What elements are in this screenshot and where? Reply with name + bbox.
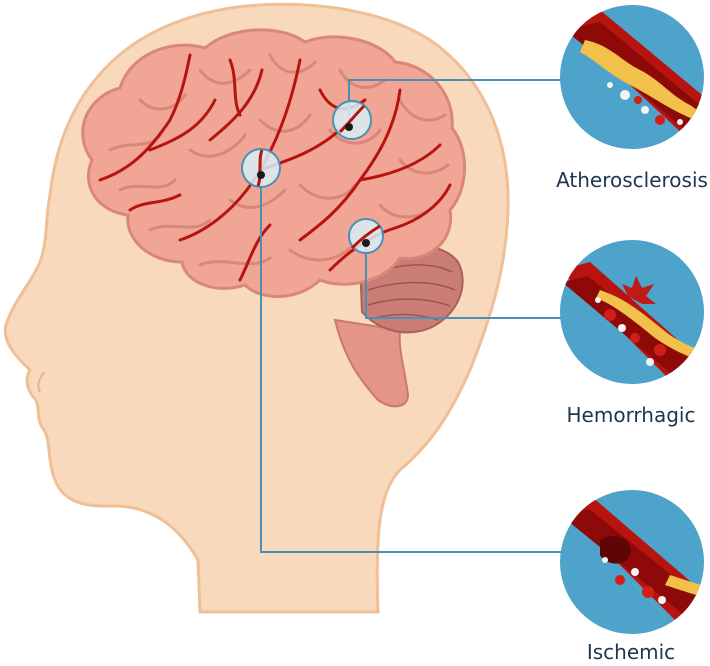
inset-ischemic xyxy=(560,490,704,634)
inset-atherosclerosis xyxy=(560,5,704,149)
marker-ischemic xyxy=(241,148,281,188)
inset-hemorrhagic xyxy=(560,240,704,384)
marker-hemorrhagic xyxy=(348,218,384,254)
label-hemorrhagic: Hemorrhagic xyxy=(566,403,696,427)
marker-atherosclerosis xyxy=(332,100,372,140)
connector-ischemic xyxy=(260,175,562,553)
brain-stem xyxy=(333,318,410,408)
connector-hemorrhagic xyxy=(365,243,562,319)
label-ischemic: Ischemic xyxy=(586,640,676,664)
label-atherosclerosis: Atherosclerosis xyxy=(556,168,708,192)
